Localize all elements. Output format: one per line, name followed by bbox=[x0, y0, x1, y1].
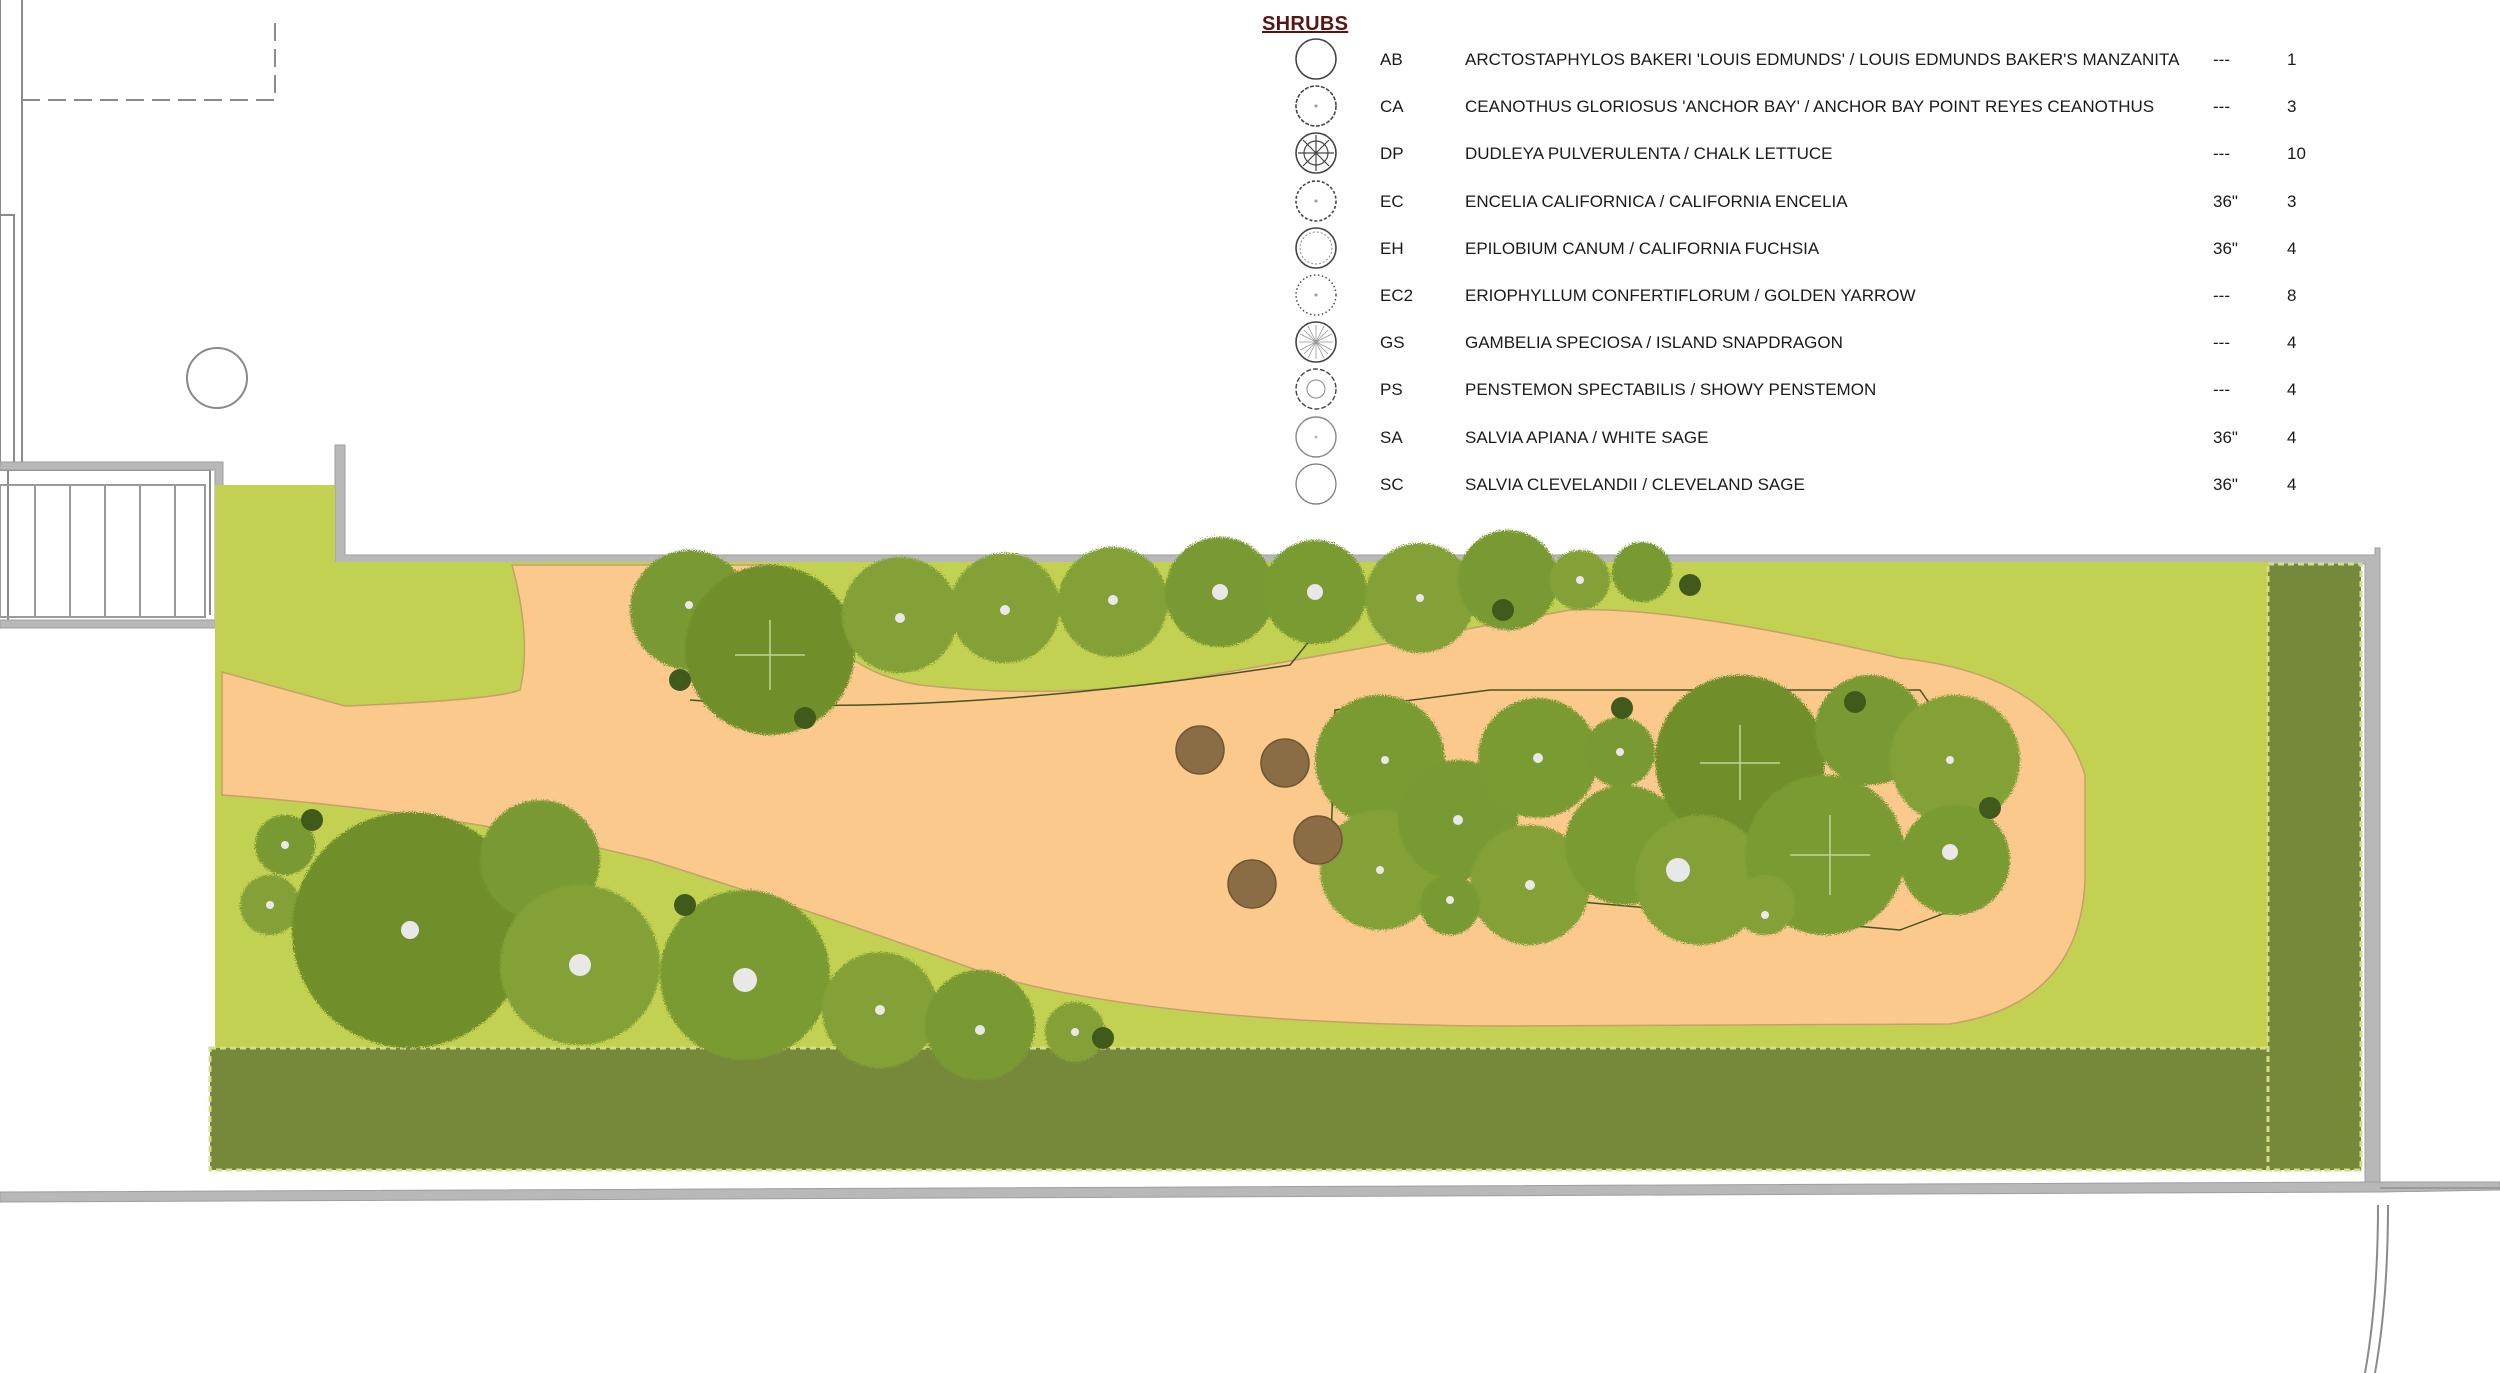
plant-code: SC bbox=[1380, 474, 1404, 494]
plant-size: 36" bbox=[2213, 474, 2238, 494]
plant-quantity: 8 bbox=[2287, 286, 2297, 305]
plant-quantity: 3 bbox=[2287, 191, 2297, 211]
legend-row: EH EPILOBIUM CANUM / CALIFORNIA FUCHSIA 36… bbox=[1285, 225, 2345, 269]
plant-code: EC bbox=[1380, 191, 1404, 211]
plant-name: SALVIA CLEVELANDII / CLEVELAND SAGE bbox=[1465, 474, 1805, 494]
legend-row: PS PENSTEMON SPECTABILIS / SHOWY PENSTEMO… bbox=[1285, 366, 2345, 411]
plant-name: CEANOTHUS GLORIOSUS 'ANCHOR BAY' / ANCHO… bbox=[1465, 97, 2155, 117]
plant-size: --- bbox=[2213, 50, 2230, 69]
dotted-circle-icon bbox=[1295, 274, 1337, 316]
hedge-south bbox=[208, 1046, 2362, 1172]
shrub-group-north bbox=[630, 530, 1672, 735]
legend-row: EC2 ERIOPHYLLUM CONFERTIFLORUM / GOLDEN Y… bbox=[1285, 272, 2345, 316]
scalloped-circle-icon bbox=[1295, 85, 1337, 127]
plant-quantity: 4 bbox=[2287, 238, 2297, 258]
plant-name: DUDLEYA PULVERULENTA / CHALK LETTUCE bbox=[1465, 144, 1833, 164]
plant-name: SALVIA APIANA / WHITE SAGE bbox=[1465, 427, 1709, 447]
legend-row: DP DUDLEYA PULVERULENTA / CHALK LETTUCE --… bbox=[1285, 130, 2345, 175]
plant-code: PS bbox=[1380, 380, 1403, 400]
plant-quantity: 10 bbox=[2287, 144, 2306, 164]
plant-quantity: 4 bbox=[2287, 380, 2297, 400]
double-circle-icon bbox=[1295, 226, 1337, 269]
steps bbox=[0, 484, 206, 618]
plant-quantity: 4 bbox=[2287, 427, 2297, 447]
plant-code: GS bbox=[1380, 333, 1405, 353]
thin-circle-icon bbox=[1295, 463, 1337, 505]
plant-name: EPILOBIUM CANUM / CALIFORNIA FUCHSIA bbox=[1465, 238, 1820, 258]
plain-circle-icon bbox=[1295, 38, 1337, 80]
plant-code: CA bbox=[1380, 97, 1404, 117]
plant-name: GAMBELIA SPECIOSA / ISLAND SNAPDRAGON bbox=[1465, 333, 1843, 353]
plant-code: EH bbox=[1380, 238, 1404, 258]
legend-row: EC ENCELIA CALIFORNICA / CALIFORNIA ENCEL… bbox=[1285, 178, 2345, 222]
dudleya-rosettes bbox=[301, 574, 2001, 1049]
street-curb bbox=[2364, 1204, 2389, 1373]
legend-row: SA SALVIA APIANA / WHITE SAGE 36" 4 bbox=[1285, 414, 2345, 458]
dashed-circle-icon bbox=[1295, 179, 1337, 222]
existing-tree-circle bbox=[186, 347, 248, 409]
boulders bbox=[1175, 725, 1343, 909]
plant-code: EC2 bbox=[1380, 286, 1414, 305]
light-circle-icon bbox=[1295, 415, 1337, 458]
legend-row: AB ARCTOSTAPHYLOS BAKERI 'LOUIS EDMUNDS' … bbox=[1285, 36, 2345, 80]
radial-circle-icon bbox=[1295, 321, 1337, 363]
plant-size: --- bbox=[2213, 380, 2230, 400]
plant-quantity: 3 bbox=[2287, 97, 2297, 117]
plant-size: 36" bbox=[2213, 191, 2238, 211]
plant-name: ENCELIA CALIFORNICA / CALIFORNIA ENCELIA bbox=[1465, 191, 1848, 211]
plant-code: AB bbox=[1380, 50, 1403, 69]
plant-size: --- bbox=[2213, 333, 2230, 353]
plant-size: --- bbox=[2213, 144, 2230, 164]
legend-row: CA CEANOTHUS GLORIOSUS 'ANCHOR BAY' / ANC… bbox=[1285, 83, 2345, 127]
legend-row: GS GAMBELIA SPECIOSA / ISLAND SNAPDRAGON -… bbox=[1285, 319, 2345, 363]
plant-size: 36" bbox=[2213, 427, 2238, 447]
plant-name: ARCTOSTAPHYLOS BAKERI 'LOUIS EDMUNDS' / … bbox=[1465, 50, 2180, 69]
hedge-east bbox=[2266, 562, 2363, 1172]
plant-code: DP bbox=[1380, 144, 1404, 164]
rosette-icon bbox=[1295, 132, 1337, 175]
shrub-centers bbox=[266, 576, 1958, 1036]
plant-size: --- bbox=[2213, 286, 2230, 305]
star-circle-icon bbox=[1295, 368, 1337, 411]
plant-size: 36" bbox=[2213, 238, 2238, 258]
plant-size: --- bbox=[2213, 97, 2230, 117]
tree-crosshairs bbox=[735, 620, 1870, 895]
plant-name: PENSTEMON SPECTABILIS / SHOWY PENSTEMON bbox=[1465, 380, 1877, 400]
plant-name: ERIOPHYLLUM CONFERTIFLORUM / GOLDEN YARR… bbox=[1465, 286, 1916, 305]
plant-quantity: 4 bbox=[2287, 333, 2297, 353]
plant-quantity: 4 bbox=[2287, 474, 2297, 494]
plant-code: SA bbox=[1380, 427, 1403, 447]
legend-title: SHRUBS bbox=[1262, 13, 1349, 35]
legend-row: SC SALVIA CLEVELANDII / CLEVELAND SAGE 36"… bbox=[1285, 461, 2345, 505]
plant-quantity: 1 bbox=[2287, 50, 2297, 69]
